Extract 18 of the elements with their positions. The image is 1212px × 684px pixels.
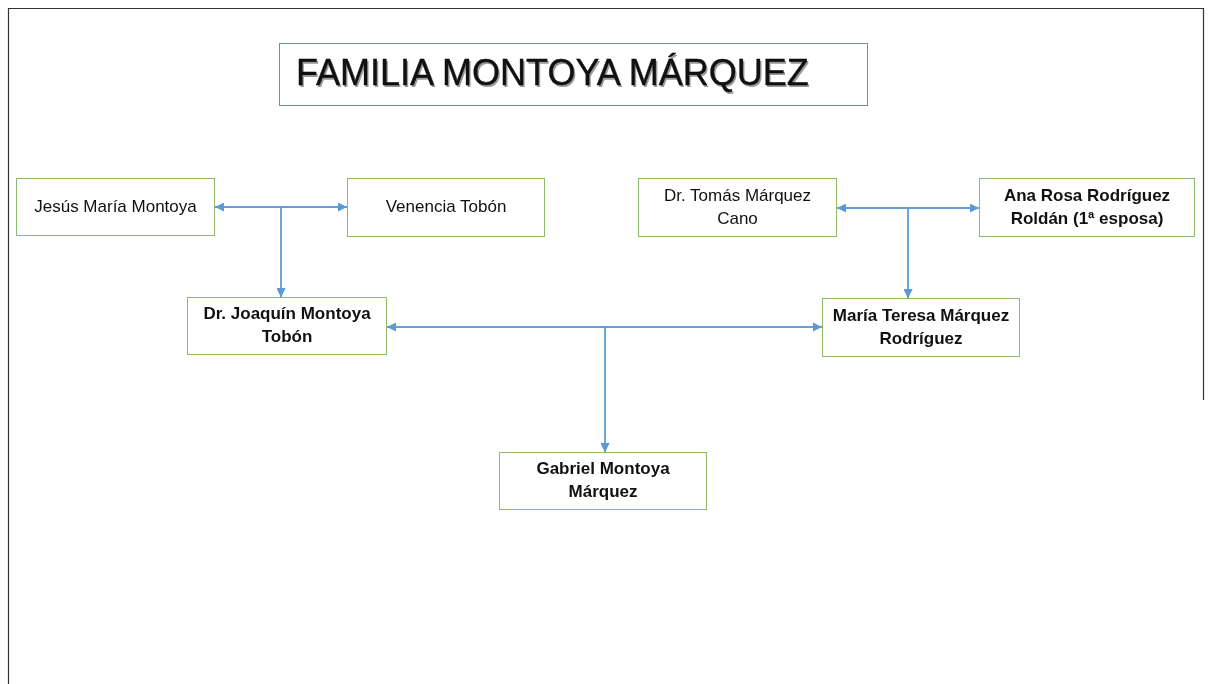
- arrow: [600, 326, 823, 453]
- person-name: Dr. Joaquín Montoya Tobón: [202, 303, 372, 348]
- person-name: Dr. Tomás Márquez Cano: [662, 184, 813, 230]
- title: FAMILIA MONTOYA MÁRQUEZ: [296, 52, 809, 93]
- person-name: María Teresa Márquez Rodríguez: [831, 304, 1011, 350]
- person-name: Gabriel Montoya Márquez: [535, 458, 671, 503]
- person-name: Venencia Tobón: [385, 196, 507, 219]
- person-box: [979, 178, 1195, 237]
- person-box: [347, 178, 545, 237]
- person-box: [187, 297, 387, 355]
- arrow: [903, 207, 980, 299]
- arrow: [276, 206, 348, 298]
- person-name: Jesús María Montoya: [34, 195, 197, 218]
- person-box: [16, 178, 215, 236]
- person-name: Ana Rosa Rodríguez Roldán (1ª esposa): [1002, 184, 1172, 230]
- person-box: [499, 452, 707, 510]
- person-box: [638, 178, 837, 237]
- person-box: [822, 298, 1020, 357]
